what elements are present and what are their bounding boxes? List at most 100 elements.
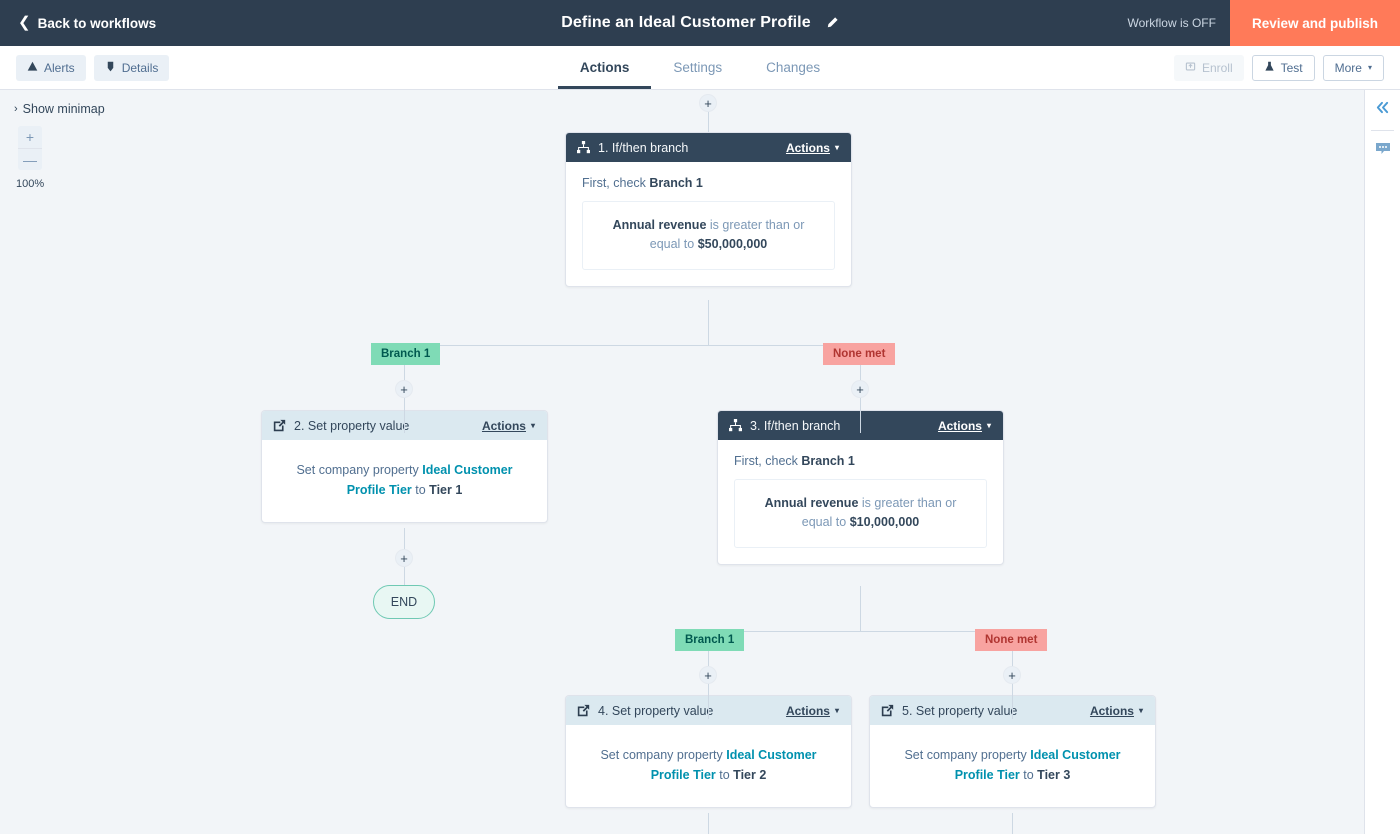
details-label: Details (121, 60, 159, 75)
actions-label-1: Actions (785, 140, 830, 155)
more-label: More (1334, 60, 1362, 75)
set-property-value-4: Tier 2 (733, 768, 767, 782)
end-node: END (373, 585, 435, 619)
set-to-word-4: to (715, 768, 734, 782)
back-to-workflows-link[interactable]: ❮ Back to workflows (0, 15, 157, 31)
add-step-button-branch3[interactable]: + (699, 666, 717, 684)
review-and-publish-button[interactable]: Review and publish (1229, 0, 1400, 46)
workflow-node-1[interactable]: 1. If/then branch Actions ▾ First, check… (565, 132, 852, 287)
condition-property-1: Annual revenue (612, 218, 707, 232)
tab-actions[interactable]: Actions (557, 46, 652, 89)
card-title-5: 5. Set property value (902, 703, 1018, 718)
set-property-name-4: Ideal Customer Profile Tier (650, 748, 817, 782)
chevron-down-icon: ▾ (1138, 705, 1143, 715)
condition-box-1: Annual revenue is greater than or equal … (582, 201, 835, 270)
set-prefix-4: Set company property (600, 748, 727, 762)
sub-nav-left-group: Alerts Details (0, 54, 170, 81)
add-step-button-branch1[interactable]: + (395, 380, 413, 398)
sub-nav-right-group: Enroll Test More ▾ (1173, 54, 1400, 81)
card-body-2: Set company property Ideal Customer Prof… (262, 440, 547, 522)
set-property-value-5: Tier 3 (1037, 768, 1071, 782)
add-step-button-nonemet1[interactable]: + (851, 380, 869, 398)
show-minimap-toggle[interactable]: › Show minimap (14, 102, 105, 116)
branch-label-branch1: Branch 1 (371, 343, 441, 365)
right-rail (1364, 90, 1400, 834)
flask-icon (1264, 61, 1275, 75)
card-body-4: Set company property Ideal Customer Prof… (566, 725, 851, 807)
actions-dropdown-4[interactable]: Actions ▾ (786, 704, 839, 718)
first-check-branch-1: Branch 1 (649, 176, 703, 190)
zoom-level-label: 100% (16, 178, 45, 190)
connector-n3-down (860, 586, 861, 631)
set-property-value-2: Tier 1 (429, 483, 463, 497)
test-button[interactable]: Test (1251, 54, 1315, 81)
set-to-word-5: to (1019, 768, 1038, 782)
connector-top-stub (708, 102, 709, 132)
connector-nonemet3-to-n5 (1012, 651, 1013, 719)
condition-box-3: Annual revenue is greater than or equal … (734, 479, 987, 548)
rail-divider (1371, 130, 1394, 131)
tab-changes[interactable]: Changes (766, 60, 821, 75)
branch-icon (577, 141, 590, 154)
page-title: Define an Ideal Customer Profile (561, 14, 811, 31)
details-button[interactable]: Details (93, 54, 170, 81)
branch-icon (729, 419, 742, 432)
add-step-button-after-n2[interactable]: + (395, 549, 413, 567)
condition-value-3: $10,000,000 (849, 515, 920, 530)
connector-n1-split-bar (404, 345, 860, 346)
back-to-workflows-label: Back to workflows (37, 15, 157, 31)
more-button[interactable]: More ▾ (1322, 54, 1384, 81)
pencil-icon[interactable] (825, 16, 839, 30)
first-check-branch-3: Branch 1 (801, 454, 855, 468)
connector-n4-down (708, 813, 709, 834)
set-property-name-5: Ideal Customer Profile Tier (954, 748, 1121, 782)
first-check-prefix-3: First, check (734, 454, 802, 468)
workflow-node-3[interactable]: 3. If/then branch Actions ▾ First, check… (717, 410, 1004, 565)
test-label: Test (1280, 60, 1303, 75)
set-property-icon (273, 419, 286, 432)
warning-triangle-icon (27, 61, 38, 75)
collapse-panel-button[interactable] (1365, 90, 1400, 130)
top-bar-right-group: Workflow is OFF Review and publish (1128, 0, 1400, 46)
tab-settings[interactable]: Settings (673, 60, 723, 75)
actions-dropdown-5[interactable]: Actions ▾ (1090, 704, 1143, 718)
first-check-prefix-1: First, check (582, 176, 650, 190)
alerts-label: Alerts (44, 60, 75, 75)
chevron-down-icon: ▾ (834, 142, 839, 152)
enroll-label: Enroll (1201, 60, 1233, 75)
branch-label-none-met-1: None met (823, 343, 896, 365)
enroll-button[interactable]: Enroll (1173, 54, 1244, 81)
connector-n1-down (708, 300, 709, 345)
card-body-3: First, check Branch 1 Annual revenue is … (718, 440, 1003, 564)
actions-dropdown-1[interactable]: Actions ▾ (786, 141, 839, 155)
card-title-1: 1. If/then branch (598, 140, 689, 155)
add-step-button-top[interactable]: + (699, 94, 717, 112)
add-step-button-nonemet3[interactable]: + (1003, 666, 1021, 684)
sub-nav-bar: Alerts Details Actions Settings Changes … (0, 46, 1400, 90)
comments-button[interactable] (1365, 131, 1400, 171)
connector-nonemet-to-n3 (860, 365, 861, 433)
card-title-4: 4. Set property value (598, 703, 714, 718)
chevron-down-icon: ▾ (986, 420, 991, 430)
branch-label-none-met-3: None met (975, 629, 1048, 651)
actions-dropdown-2[interactable]: Actions ▾ (482, 419, 535, 433)
connector-b3-to-n4 (708, 651, 709, 719)
condition-value-1: $50,000,000 (697, 237, 768, 252)
set-prefix-5: Set company property (904, 748, 1031, 762)
comment-bubble-icon (1375, 141, 1391, 162)
workflow-canvas[interactable]: › Show minimap + — 100% + + + + + + + + (0, 90, 1400, 834)
show-minimap-label: Show minimap (22, 102, 105, 116)
zoom-in-button[interactable]: + (18, 126, 42, 148)
condition-property-3: Annual revenue (764, 496, 859, 510)
if-then-branch-card-1: 1. If/then branch Actions ▾ First, check… (565, 132, 852, 287)
chevron-down-icon: ▾ (1367, 62, 1372, 72)
connector-n5-down (1012, 813, 1013, 834)
actions-dropdown-3[interactable]: Actions ▾ (938, 419, 991, 433)
top-bar: ❮ Back to workflows Define an Ideal Cust… (0, 0, 1400, 46)
alerts-button[interactable]: Alerts (16, 54, 86, 81)
actions-label-5: Actions (1089, 703, 1134, 718)
set-to-word-2: to (411, 483, 430, 497)
actions-label-4: Actions (785, 703, 830, 718)
zoom-out-button[interactable]: — (18, 148, 42, 170)
tab-bar: Actions Settings Changes (0, 46, 1400, 89)
